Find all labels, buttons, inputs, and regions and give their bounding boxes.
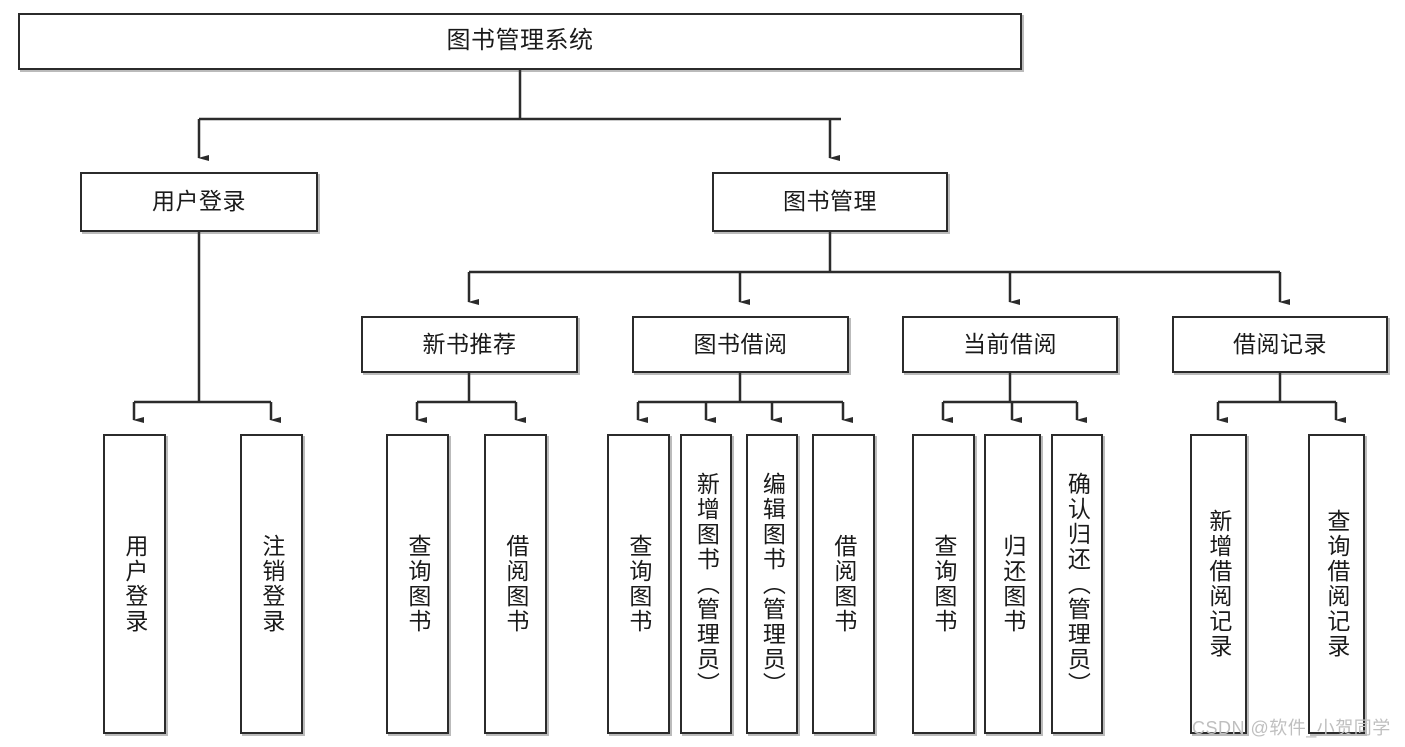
node-root-label: 图书管理系统 — [446, 27, 594, 55]
leaf-logout-label: 注销登录 — [258, 534, 285, 634]
leaf-add-book[interactable]: 新增图书（管理员） — [680, 434, 732, 734]
leaf-borrow-book-label: 借阅图书 — [830, 534, 857, 634]
leaf-confirm-return[interactable]: 确认归还（管理员） — [1051, 434, 1103, 734]
leaf-query-book-current-label: 查询图书 — [930, 534, 957, 634]
node-book-borrow[interactable]: 图书借阅 — [632, 316, 849, 373]
csdn-watermark: CSDN @软件_小贺同学 — [1192, 718, 1391, 738]
leaf-edit-book[interactable]: 编辑图书（管理员） — [746, 434, 798, 734]
leaf-user-login[interactable]: 用户登录 — [103, 434, 166, 734]
leaf-add-record-label: 新增借阅记录 — [1205, 509, 1232, 659]
node-book-manage[interactable]: 图书管理 — [712, 172, 948, 232]
node-root[interactable]: 图书管理系统 — [18, 13, 1022, 70]
leaf-logout[interactable]: 注销登录 — [240, 434, 303, 734]
leaf-borrow-book-recommend-label: 借阅图书 — [502, 534, 529, 634]
leaf-return-book-label: 归还图书 — [999, 534, 1026, 634]
leaf-query-book-current[interactable]: 查询图书 — [912, 434, 975, 734]
leaf-add-book-label: 新增图书（管理员） — [693, 471, 720, 697]
leaf-query-book-recommend[interactable]: 查询图书 — [386, 434, 449, 734]
leaf-user-login-label: 用户登录 — [121, 534, 148, 634]
node-book-borrow-label: 图书借阅 — [693, 330, 788, 357]
leaf-add-record[interactable]: 新增借阅记录 — [1190, 434, 1247, 734]
leaf-edit-book-label: 编辑图书（管理员） — [759, 471, 786, 697]
leaf-query-book-borrow-label: 查询图书 — [625, 534, 652, 634]
node-user-login-label: 用户登录 — [152, 188, 246, 215]
node-borrow-record[interactable]: 借阅记录 — [1172, 316, 1388, 373]
node-book-manage-label: 图书管理 — [783, 188, 877, 215]
node-new-book-recommend[interactable]: 新书推荐 — [361, 316, 578, 373]
node-borrow-record-label: 借阅记录 — [1233, 330, 1327, 357]
leaf-borrow-book-recommend[interactable]: 借阅图书 — [484, 434, 547, 734]
node-current-borrow-label: 当前借阅 — [963, 330, 1057, 357]
leaf-query-record-label: 查询借阅记录 — [1323, 509, 1350, 659]
node-current-borrow[interactable]: 当前借阅 — [902, 316, 1118, 373]
leaf-confirm-return-label: 确认归还（管理员） — [1064, 471, 1091, 697]
leaf-query-book-borrow[interactable]: 查询图书 — [607, 434, 670, 734]
leaf-query-record[interactable]: 查询借阅记录 — [1308, 434, 1365, 734]
node-new-book-recommend-label: 新书推荐 — [422, 330, 517, 357]
leaf-query-book-recommend-label: 查询图书 — [404, 534, 431, 634]
leaf-return-book[interactable]: 归还图书 — [984, 434, 1041, 734]
node-user-login[interactable]: 用户登录 — [80, 172, 318, 232]
leaf-borrow-book[interactable]: 借阅图书 — [812, 434, 875, 734]
